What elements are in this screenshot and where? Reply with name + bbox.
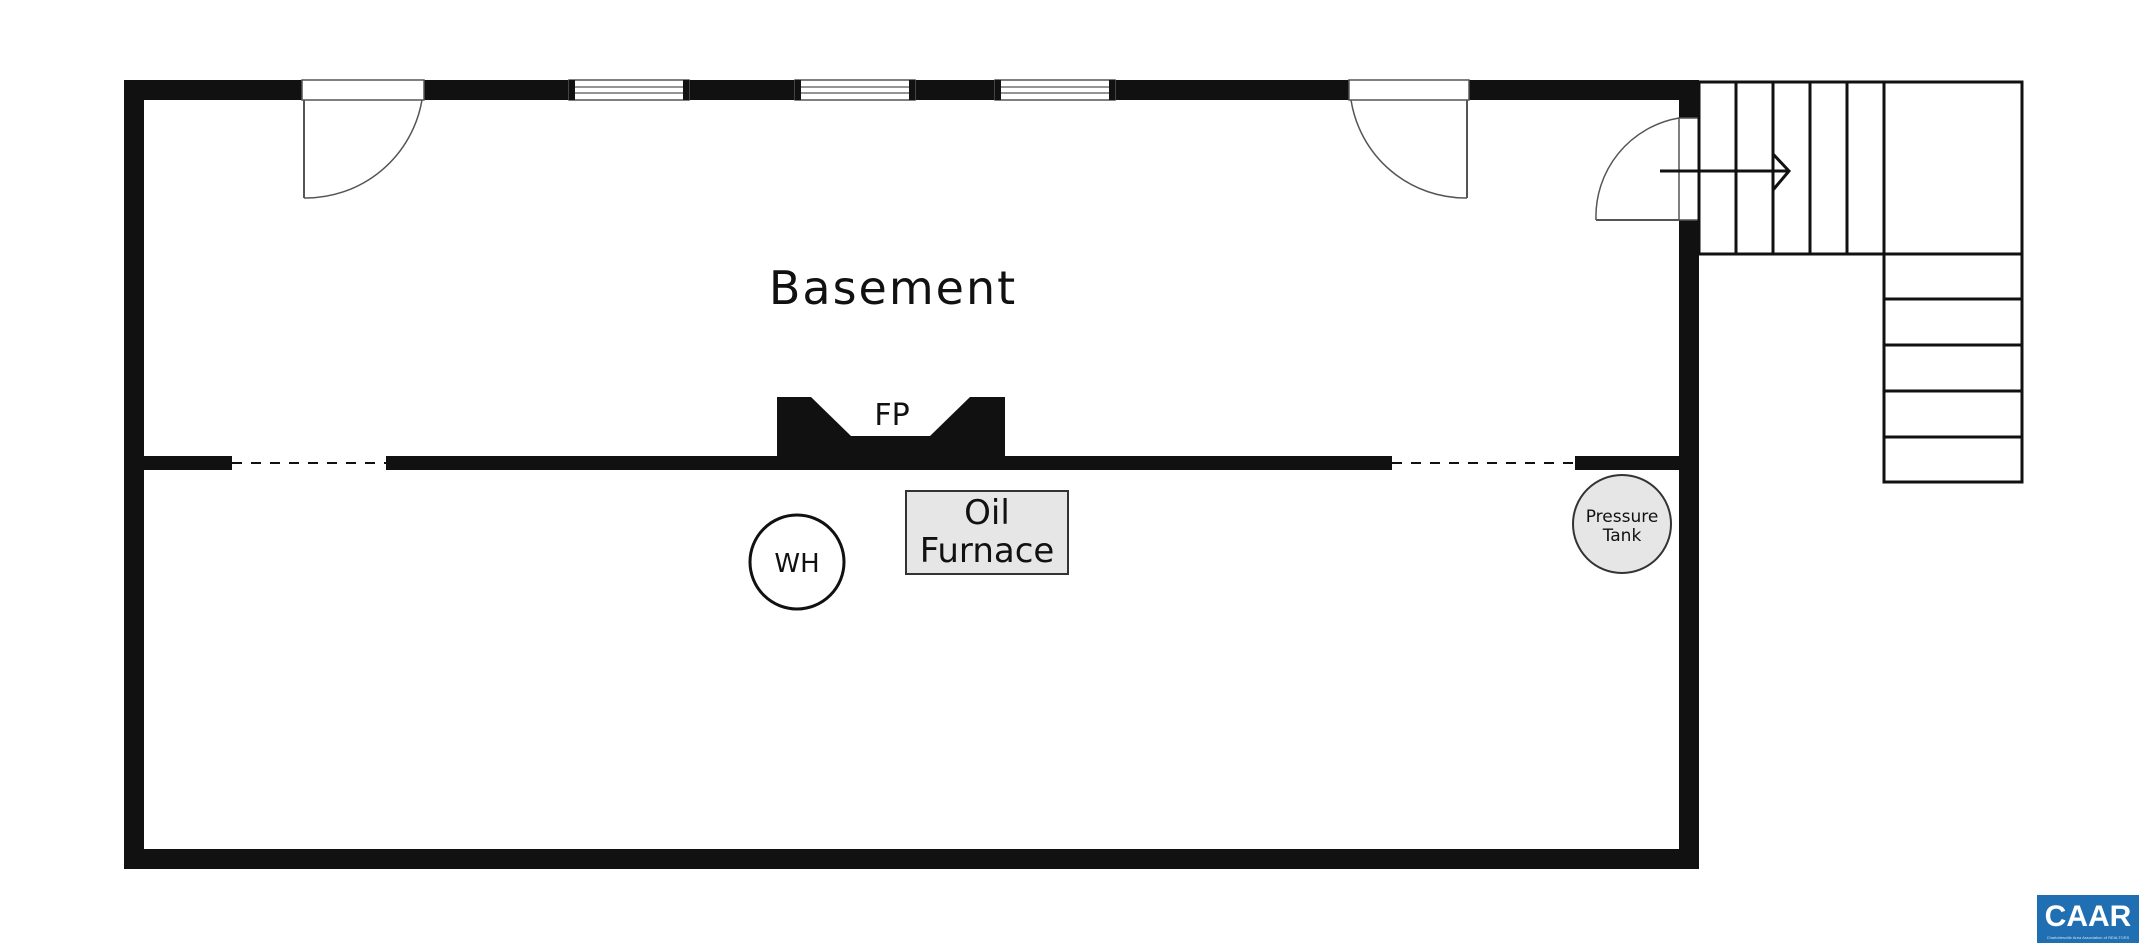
furnace-label-line2: Furnace — [920, 531, 1055, 571]
door-top-right — [1348, 79, 1470, 199]
water-heater: WH — [748, 513, 846, 611]
window-3 — [994, 79, 1116, 101]
water-heater-label: WH — [774, 549, 819, 579]
door-top-left — [301, 79, 425, 199]
partition-left-segment — [144, 456, 232, 470]
caar-logo: CAAR Charlottesville Area Association of… — [2037, 895, 2139, 943]
pressure-tank-line1: Pressure — [1586, 507, 1659, 527]
window-1 — [568, 79, 690, 101]
fireplace: FP — [777, 397, 1005, 458]
pressure-tank-line2: Tank — [1602, 526, 1642, 546]
furnace-label-line1: Oil — [964, 493, 1010, 533]
stairs-upper-run — [1697, 80, 2024, 256]
stairs-lower-run — [1882, 252, 2024, 484]
wall-bottom — [124, 849, 1699, 869]
wall-left — [124, 80, 144, 869]
logo-text: CAAR — [2045, 900, 2132, 933]
exterior-walls — [124, 80, 1699, 869]
room-label-basement: Basement — [769, 261, 1017, 315]
interior-partition — [144, 456, 1679, 470]
exterior-stairs — [1660, 80, 2024, 484]
partition-right-segment — [1575, 456, 1679, 470]
pressure-tank: Pressure Tank — [1572, 474, 1672, 574]
oil-furnace: Oil Furnace — [905, 490, 1069, 575]
door-right-wall — [1595, 117, 1700, 221]
fireplace-label: FP — [874, 398, 909, 433]
logo-tagline: Charlottesville Area Association of REAL… — [2047, 935, 2130, 940]
window-2 — [794, 79, 916, 101]
wall-right — [1679, 80, 1699, 869]
partition-middle-segment — [386, 456, 1392, 470]
